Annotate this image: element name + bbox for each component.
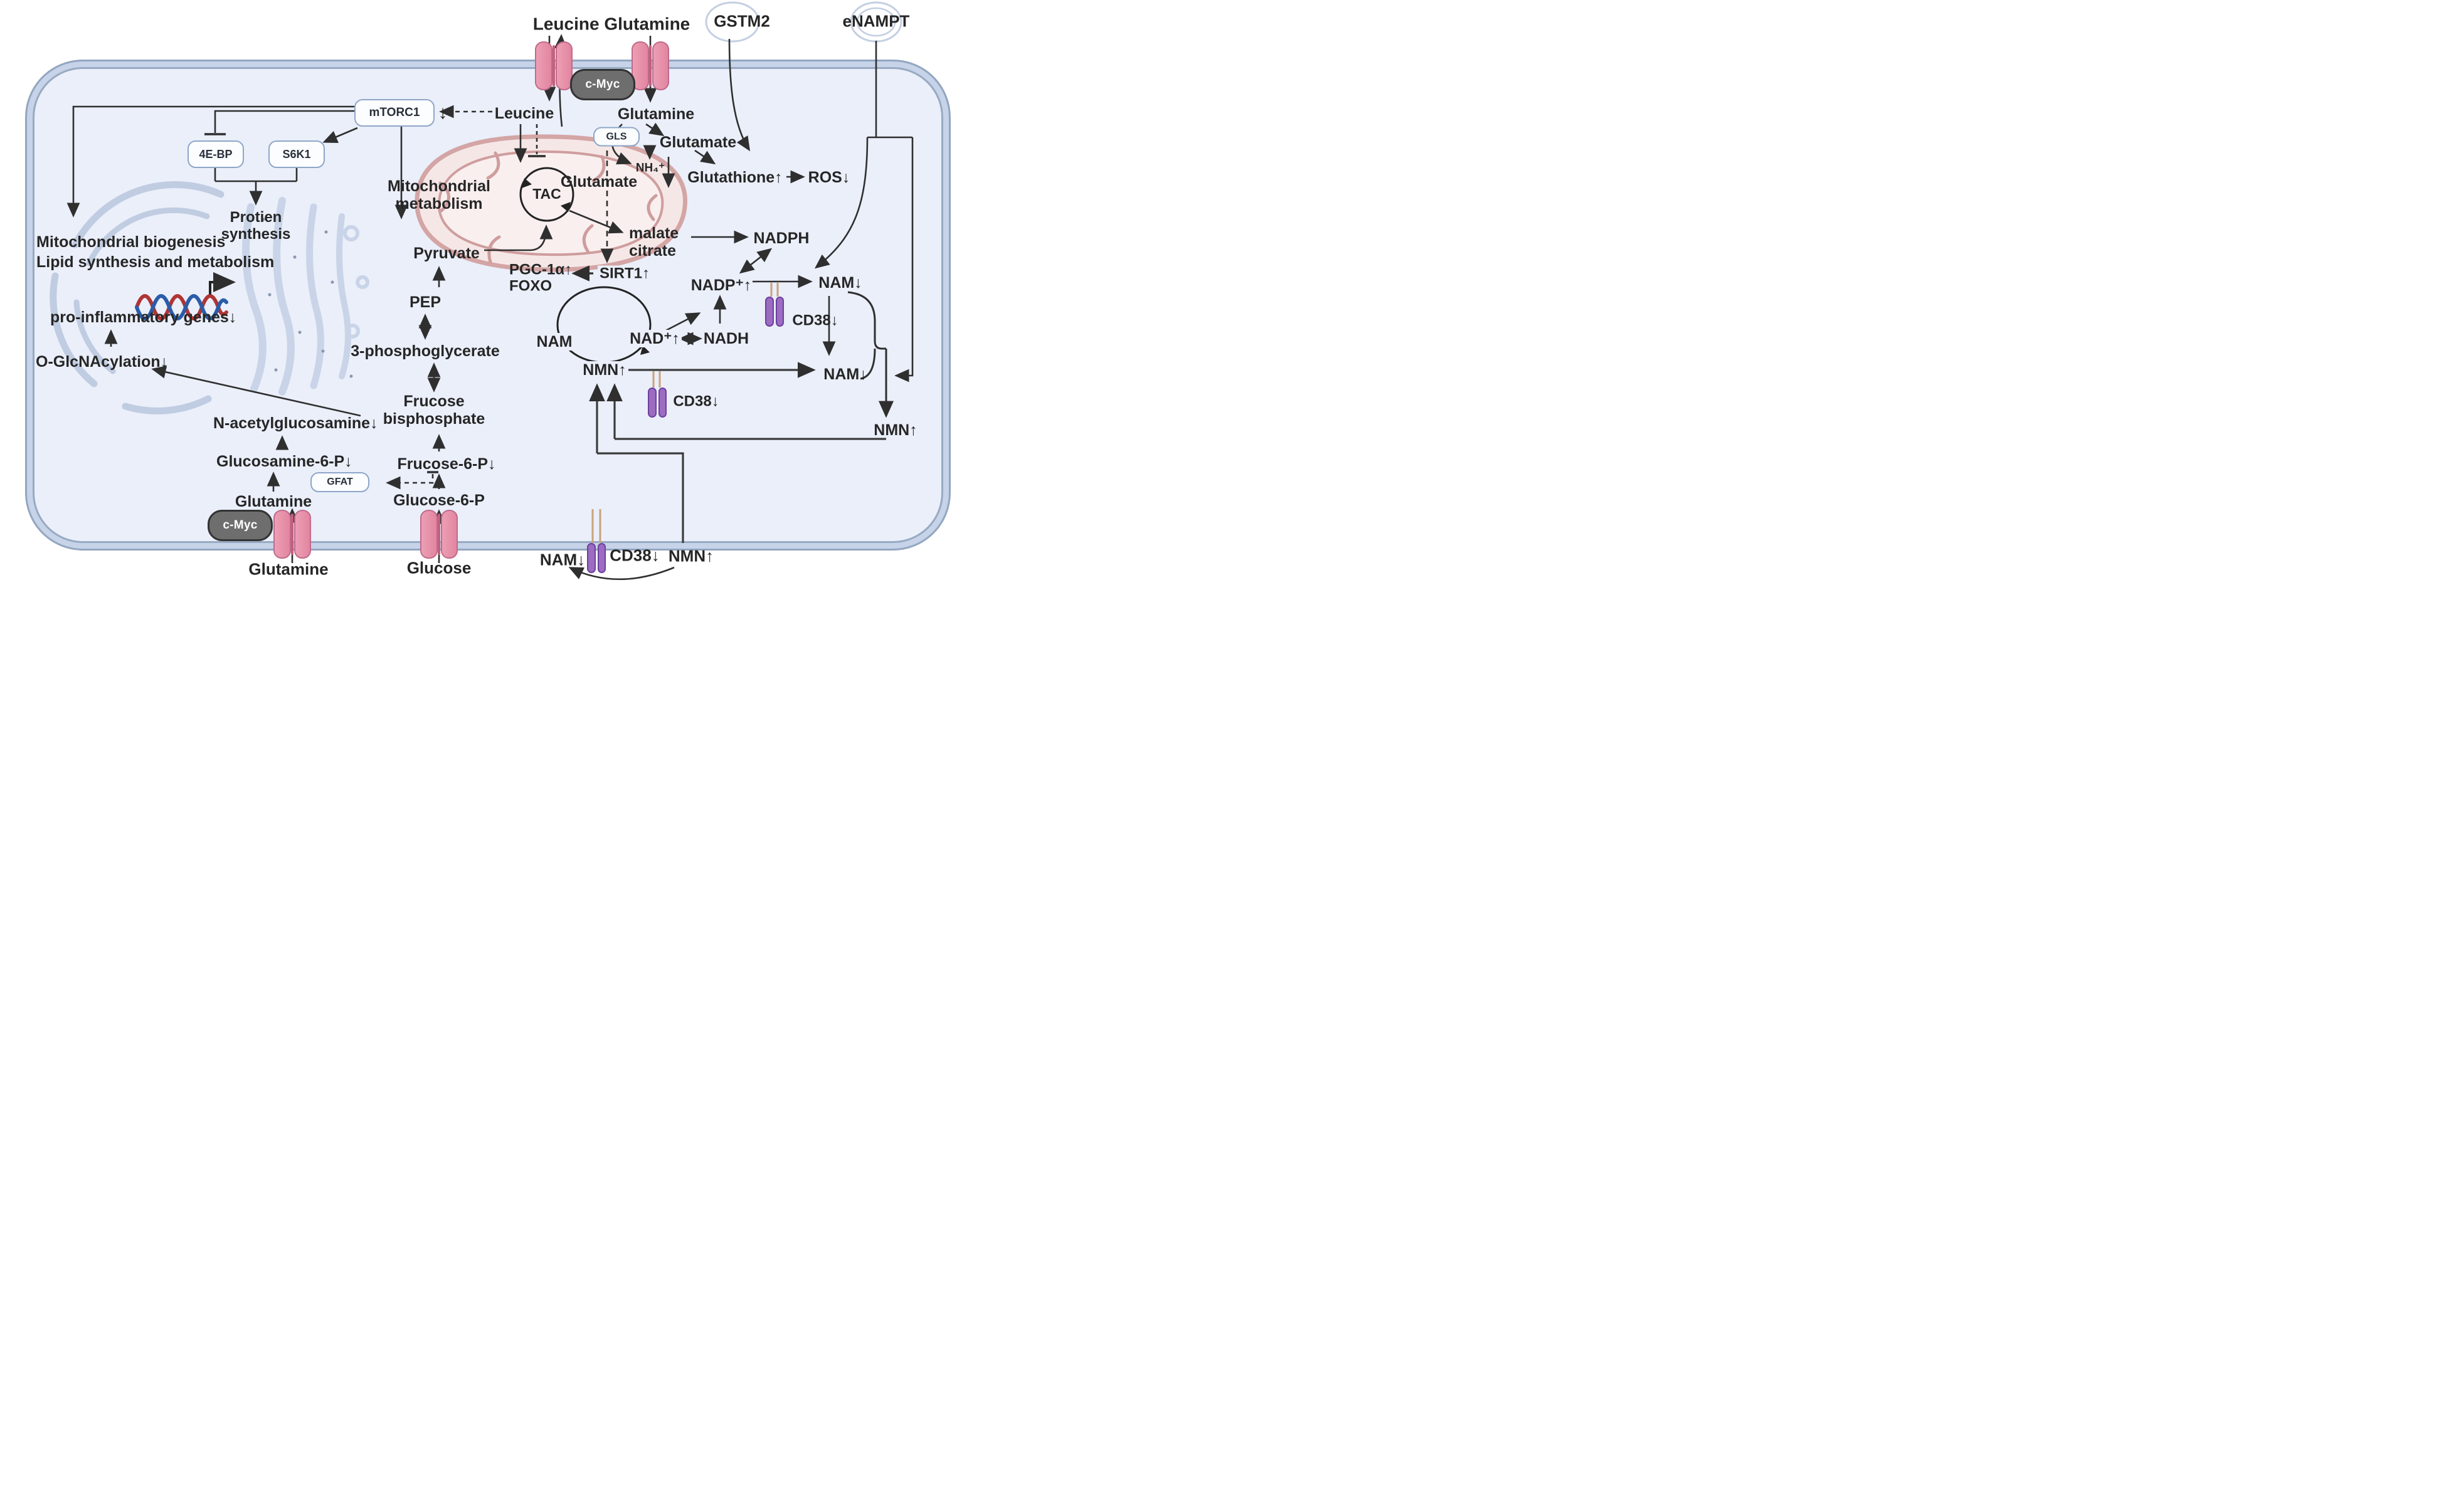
er-golgi-icon [242, 197, 369, 396]
lipid-synthesis: Lipid synthesis and metabolism [36, 253, 275, 271]
cd38-receptor-mid-right-icon [648, 388, 667, 418]
cd38-receptor-bottom-icon [587, 543, 606, 573]
tac-cycle-icon [519, 167, 574, 222]
leucine-transporter-icon [535, 41, 573, 90]
nh4: NH₄⁺ [635, 161, 665, 175]
pgc1a: PGC-1α↑ [509, 261, 573, 278]
e4bp: 4E-BP [188, 140, 244, 168]
glucose-transporter-icon [420, 510, 458, 559]
pro-inflammatory: pro-inflammatory genes↓ [50, 309, 237, 326]
glutamine-hex: Glutamine [235, 493, 312, 510]
glutamate-cyto: Glutamate [659, 134, 737, 151]
glucose6p: Glucose-6-P [393, 492, 485, 509]
tac: TAC [532, 186, 561, 203]
nmn-bottom-right: NMN↑ [874, 421, 917, 439]
leucine-glutamine-top: Leucine Glutamine [532, 14, 690, 34]
s6k1: S6K1 [268, 140, 325, 168]
nam-cycle: NAM [534, 333, 574, 351]
sirt1: SIRT1↑ [597, 265, 652, 283]
o-glcnacylation: O-GlcNAcylation↓ [36, 353, 169, 371]
glutamine-bottom: Glutamine [248, 559, 329, 579]
gfat: GFAT [310, 472, 369, 492]
cmyc-bottom: c-Myc [208, 510, 273, 541]
n-acetylglucosamine: N-acetylglucosamine↓ [213, 414, 378, 432]
dna-icon [135, 272, 236, 320]
diagram-graphics [50, 34, 914, 581]
nam-top-right: NAM↓ [818, 274, 862, 292]
enampt: eNAMPT [842, 11, 910, 31]
cmyc-top: c-Myc [570, 69, 635, 100]
nmn-bottom: NMN↑ [668, 546, 714, 566]
pep: PEP [409, 293, 442, 311]
protein-synthesis: Protien synthesis [221, 209, 291, 243]
glutamine-in: Glutamine [617, 105, 695, 123]
foxo: FOXO [509, 277, 553, 295]
cd38-receptor-top-right-icon [765, 297, 784, 327]
gls: GLS [593, 127, 640, 147]
ros: ROS↓ [808, 169, 850, 186]
nam-bottom: NAM↓ [539, 550, 586, 569]
cd38-bottom: CD38↓ [610, 546, 660, 565]
gstm2-circle-icon [705, 1, 760, 43]
mito-metabolism: Mitochondrial metabolism [388, 177, 490, 213]
nam-mid-right: NAM↓ [823, 366, 867, 383]
glutamate-mito: Glutamate [560, 173, 638, 191]
leucine-in: Leucine [494, 105, 554, 122]
nadh: NADH [703, 330, 749, 347]
frucose6p: Frucose-6-P↓ [397, 455, 496, 473]
cd38-mid-right: CD38↓ [673, 393, 719, 410]
gstm2: GSTM2 [714, 11, 770, 31]
nad-cycle-icon [556, 286, 652, 364]
pyruvate: Pyruvate [413, 245, 480, 262]
glucosamine-6p: Glucosamine-6-P↓ [216, 453, 352, 470]
glutathione: Glutathione↑ [687, 169, 783, 186]
arrows [66, 34, 914, 581]
mito-biogenesis: Mitochondrial biogenesis [36, 233, 226, 251]
frucose-bis: Frucose bisphosphate [383, 393, 485, 428]
three-pg: 3-phosphoglycerate [351, 342, 500, 360]
nad: NAD⁺↑ [628, 330, 682, 347]
cd38-top-right: CD38↓ [792, 312, 838, 329]
glutamine-transporter-bottom-icon [273, 510, 311, 559]
nadp: NADP⁺↑ [690, 277, 752, 294]
mtorc1-down: ↓ [438, 102, 448, 124]
nmn-cycle: NMN↑ [581, 361, 628, 379]
nadph: NADPH [753, 229, 810, 247]
glucose-bottom: Glucose [406, 558, 472, 577]
glutamine-transporter-icon [632, 41, 669, 90]
nucleus-icon [50, 181, 225, 414]
mtorc1: mTORC1 [354, 99, 435, 127]
malate-citrate: malate citrate [629, 224, 679, 260]
